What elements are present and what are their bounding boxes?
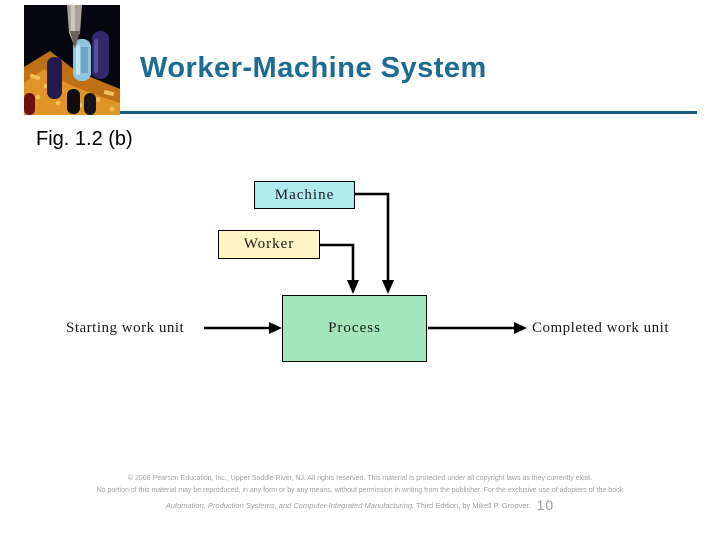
process-box-label: Process — [328, 320, 381, 336]
worker-arrowhead — [347, 280, 359, 294]
worker-box-label: Worker — [243, 236, 295, 252]
copyright-footer: © 2008 Pearson Education, Inc., Upper Sa… — [0, 473, 720, 512]
process-box: Process — [282, 295, 427, 362]
copyright-line-1: © 2008 Pearson Education, Inc., Upper Sa… — [127, 475, 593, 482]
machine-box-label: Machine — [274, 186, 335, 203]
circuit-board-photo — [24, 5, 120, 115]
slide-title: Worker-Machine System — [140, 52, 487, 84]
machine-box: Machine — [254, 181, 355, 209]
copyright-line-2: No portion of this material may be repro… — [96, 487, 624, 494]
book-citation-line: Automation, Production Systems, and Comp… — [0, 497, 720, 513]
machine-to-process-connector — [355, 192, 390, 282]
title-underline-rule — [120, 111, 697, 114]
worker-box: Worker — [218, 230, 320, 259]
output-arrowhead — [514, 322, 527, 334]
machine-arrowhead — [382, 280, 394, 294]
book-citation-rest: Third Edition, by Mikell P. Groover. — [414, 501, 531, 510]
input-arrowhead — [269, 322, 282, 334]
completed-work-unit-label: Completed work unit — [532, 320, 669, 336]
book-title: Automation, Production Systems, and Comp… — [165, 501, 415, 510]
page-number: 10 — [536, 497, 555, 513]
figure-label: Fig. 1.2 (b) — [36, 128, 133, 150]
starting-work-unit-label: Starting work unit — [66, 320, 185, 336]
worker-to-process-connector — [320, 243, 355, 282]
